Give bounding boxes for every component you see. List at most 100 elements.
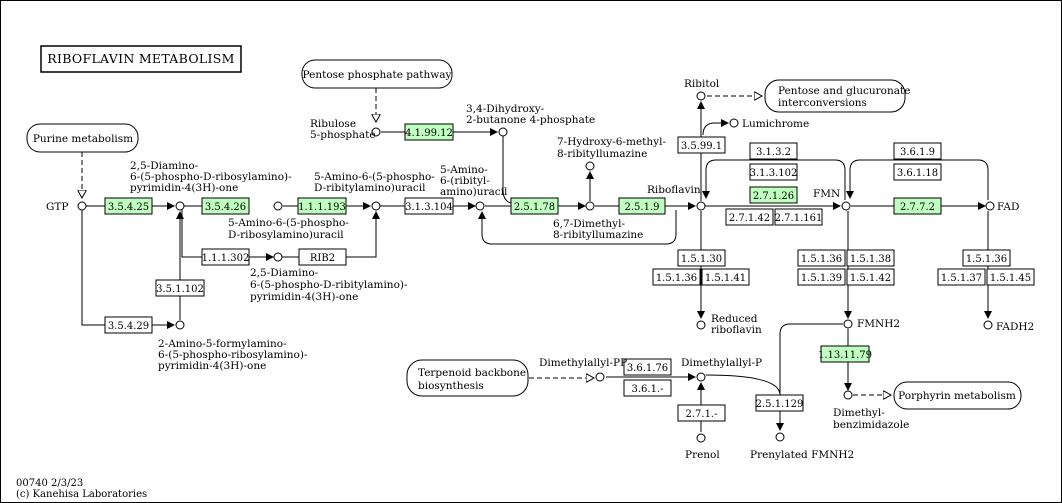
enzyme-1-5-1-39[interactable]: 1.5.1.39 [797, 268, 846, 286]
compound-prenylated-fmnh2[interactable] [775, 432, 785, 442]
pathway-label: biosynthesis [418, 380, 484, 392]
compound-dimethyl-ribityllumazine[interactable] [585, 201, 595, 211]
svg-text:6-(5-phospho-D-ribitylamino)-: 6-(5-phospho-D-ribitylamino)- [250, 279, 408, 291]
svg-text:FMNH2: FMNH2 [857, 318, 900, 330]
svg-text:3.1.3.104: 3.1.3.104 [405, 202, 453, 213]
enzyme-1-5-1-37[interactable]: 1.5.1.37 [937, 268, 986, 286]
svg-text:3.1.3.2: 3.1.3.2 [756, 147, 791, 158]
enzyme-2-7-7-2[interactable]: 2.7.7.2 [893, 197, 942, 215]
enzyme-1-5-1-38[interactable]: 1.5.1.38 [846, 249, 895, 267]
pathway-link-terpenoid[interactable]: Terpenoid backbone biosynthesis [406, 359, 529, 397]
compound-gtp[interactable] [77, 201, 87, 211]
svg-text:RIBOFLAVIN METABOLISM: RIBOFLAVIN METABOLISM [47, 51, 234, 66]
enzyme-3-1-3-2[interactable]: 3.1.3.2 [749, 142, 798, 160]
enzyme-3-5-4-26[interactable]: 3.5.4.26 [201, 197, 250, 215]
compound-hydroxy-ribityllumazine[interactable] [585, 161, 595, 171]
enzyme-1-1-1-193[interactable]: 1.1.1.193 [297, 197, 347, 215]
svg-text:2.7.7.2: 2.7.7.2 [900, 202, 935, 213]
compound-lumichrome[interactable] [729, 118, 739, 128]
compound-fmn[interactable] [841, 201, 851, 211]
enzyme-1-5-1-36-a[interactable]: 1.5.1.36 [652, 268, 701, 286]
svg-text:FMN: FMN [813, 188, 840, 200]
pathway-label: interconversions [778, 97, 867, 109]
enzyme-4-1-99-12[interactable]: 4.1.99.12 [404, 123, 454, 141]
svg-text:Ribulose: Ribulose [310, 118, 356, 130]
svg-text:6-(5-phospho-ribosylamino)-: 6-(5-phospho-ribosylamino)- [158, 349, 308, 361]
svg-text:3.5.4.29: 3.5.4.29 [108, 321, 149, 332]
enzyme-2-5-1-78[interactable]: 2.5.1.78 [510, 197, 559, 215]
svg-text:3.5.4.25: 3.5.4.25 [108, 202, 149, 213]
svg-text:1.5.1.39: 1.5.1.39 [801, 273, 842, 284]
compound-reduced-riboflavin[interactable] [696, 320, 706, 330]
compound-fad[interactable] [985, 201, 995, 211]
svg-text:riboflavin: riboflavin [711, 324, 762, 336]
svg-text:Lumichrome: Lumichrome [742, 118, 809, 130]
pathway-link-purine[interactable]: Purine metabolism [26, 123, 139, 153]
svg-text:Riboflavin: Riboflavin [647, 184, 701, 196]
enzyme-3-6-1-18[interactable]: 3.6.1.18 [893, 163, 942, 181]
enzyme-3-5-1-102[interactable]: 3.5.1.102 [155, 279, 205, 297]
svg-text:RIB2: RIB2 [310, 253, 335, 264]
compound-dihydroxy-butanone[interactable] [498, 127, 508, 137]
enzyme-1-5-1-36-b[interactable]: 1.5.1.36 [797, 249, 846, 267]
enzyme-3-1-3-104[interactable]: 3.1.3.104 [404, 197, 454, 215]
enzyme-rib2[interactable]: RIB2 [298, 248, 347, 266]
enzyme-1-1-1-302[interactable]: 1.1.1.302 [201, 248, 250, 266]
svg-text:1.5.1.42: 1.5.1.42 [850, 273, 891, 284]
pathway-link-porphyrin[interactable]: Porphyrin metabolism [893, 381, 1022, 410]
pathway-link-pentose-glucuronate[interactable]: Pentose and glucuronate interconversions [764, 79, 910, 113]
copyright: (c) Kanehisa Laboratories [16, 489, 147, 500]
svg-text:3.5.4.26: 3.5.4.26 [205, 202, 246, 213]
compound-ribitol[interactable] [696, 91, 706, 101]
enzyme-3-6-1-76[interactable]: 3.6.1.76 [623, 358, 672, 376]
compound-dimethylallyl-p[interactable] [696, 372, 706, 382]
enzyme-2-5-1-129[interactable]: 2.5.1.129 [755, 394, 804, 412]
svg-text:2.7.1.-: 2.7.1.- [685, 409, 717, 420]
enzyme-2-7-1-161[interactable]: 2.7.1.161 [774, 208, 823, 226]
compound-fmnh2[interactable] [843, 319, 853, 329]
svg-text:Dimethylallyl-PP: Dimethylallyl-PP [539, 357, 627, 369]
compound-riboflavin[interactable] [696, 201, 706, 211]
compound-dimethylallyl-pp[interactable] [595, 372, 605, 382]
enzyme-3-6-1-9[interactable]: 3.6.1.9 [893, 142, 942, 160]
svg-text:1.5.1.37: 1.5.1.37 [941, 273, 982, 284]
enzyme-3-6-1-dash[interactable]: 3.6.1.- [623, 379, 672, 397]
enzyme-2-7-1-26[interactable]: 2.7.1.26 [749, 186, 798, 204]
enzyme-3-5-4-25[interactable]: 3.5.4.25 [104, 197, 153, 215]
enzyme-1-5-1-42[interactable]: 1.5.1.42 [846, 268, 895, 286]
svg-text:D-ribosylamino)uracil: D-ribosylamino)uracil [228, 229, 344, 241]
svg-text:1.5.1.38: 1.5.1.38 [850, 254, 891, 265]
compound-labels: GTP 2,5-Diamino- 6-(5-phospho-D-ribosyla… [46, 78, 1034, 461]
map-id: 00740 2/3/23 [16, 478, 83, 489]
enzyme-1-13-11-79[interactable]: 1.13.11.79 [818, 345, 872, 363]
pathway-label: Terpenoid backbone [418, 367, 526, 379]
enzyme-2-7-1-42[interactable]: 2.7.1.42 [725, 208, 774, 226]
compound-amino-ribitylamino-uracil-p[interactable] [371, 201, 381, 211]
enzyme-2-7-1-dash[interactable]: 2.7.1.- [677, 404, 726, 422]
svg-text:FAD: FAD [997, 201, 1019, 213]
enzyme-2-5-1-9[interactable]: 2.5.1.9 [618, 197, 666, 215]
compound-formylamino[interactable] [175, 320, 185, 330]
svg-text:Prenylated FMNH2: Prenylated FMNH2 [750, 449, 854, 461]
compound-fadh2[interactable] [983, 320, 993, 330]
enzyme-1-5-1-41[interactable]: 1.5.1.41 [701, 268, 750, 286]
compound-diamino-ribosylamino[interactable] [175, 201, 185, 211]
compound-dimethylbenzimidazole[interactable] [843, 390, 853, 400]
enzyme-3-5-4-29[interactable]: 3.5.4.29 [104, 316, 153, 334]
svg-text:D-ribitylamino)uracil: D-ribitylamino)uracil [314, 182, 426, 194]
compound-prenol[interactable] [696, 433, 706, 443]
svg-text:5-phosphate: 5-phosphate [310, 129, 376, 141]
svg-text:3.5.1.102: 3.5.1.102 [156, 284, 204, 295]
pathway-link-pentose-phosphate[interactable]: Pentose phosphate pathway [301, 59, 453, 89]
compound-amino-ribosylamino-uracil[interactable] [273, 201, 283, 211]
enzyme-1-5-1-36-c[interactable]: 1.5.1.36 [962, 249, 1011, 267]
enzyme-3-5-99-1[interactable]: 3.5.99.1 [677, 136, 726, 154]
enzyme-3-1-3-102[interactable]: 3.1.3.102 [749, 163, 798, 181]
compound-amino-ribitylamino-uracil[interactable] [475, 201, 485, 211]
enzyme-1-5-1-45[interactable]: 1.5.1.45 [986, 268, 1035, 286]
enzyme-1-5-1-30[interactable]: 1.5.1.30 [677, 249, 726, 267]
compound-diamino-ribitylamino[interactable] [273, 252, 283, 262]
compound-ribulose-5-phosphate[interactable] [371, 127, 381, 137]
